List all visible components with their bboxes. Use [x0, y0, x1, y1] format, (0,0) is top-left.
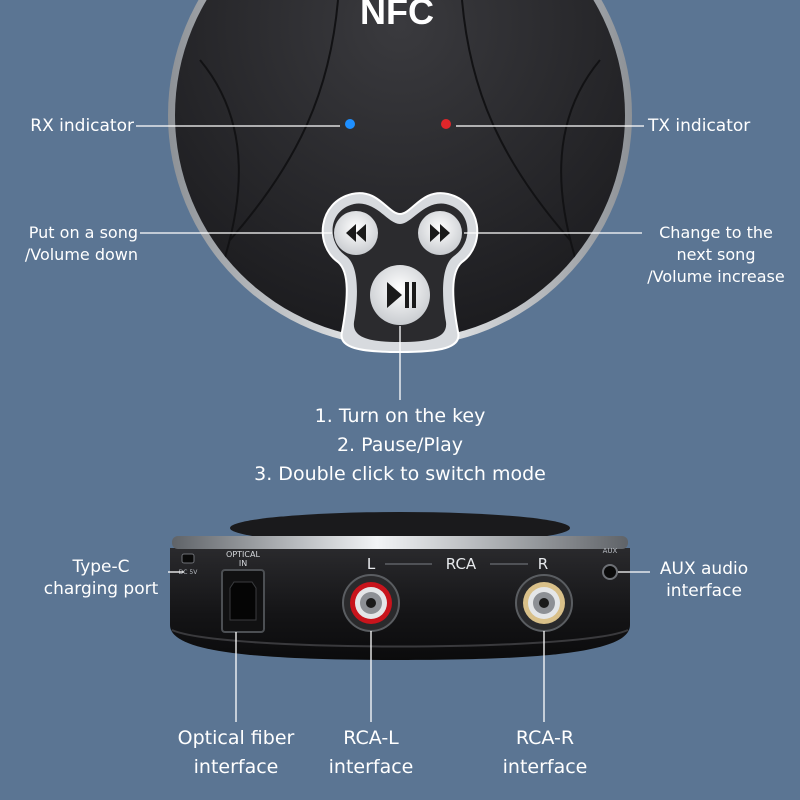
rca-left-marking: L: [367, 555, 376, 573]
optical-marking-line2: IN: [239, 559, 247, 568]
play-pause-icon: [387, 282, 416, 308]
rca-right-marking: R: [538, 555, 548, 573]
rewind-icon: [346, 224, 366, 242]
nfc-label: NFC: [360, 0, 434, 32]
rx-led: [345, 119, 355, 129]
aux-port: [602, 564, 618, 580]
type-c-port: [181, 553, 195, 564]
key-functions-label: 1. Turn on the key 2. Pause/Play 3. Doub…: [254, 405, 546, 485]
aux-marking: AUX: [603, 547, 618, 555]
aux-label: AUX audio interface: [659, 559, 749, 601]
rca-marking: RCA: [446, 555, 477, 573]
next-track-button[interactable]: [418, 211, 462, 255]
rca-left-jack: [342, 574, 400, 632]
previous-track-label: Put on a song /Volume down: [24, 223, 138, 264]
tx-led: [441, 119, 451, 129]
type-c-label: Type-C charging port: [43, 557, 159, 599]
tx-indicator-label: TX indicator: [648, 116, 751, 136]
optical-port: [221, 569, 265, 633]
rca-right-jack: [515, 574, 573, 632]
play-pause-button[interactable]: [370, 265, 430, 325]
fast-forward-icon: [430, 224, 450, 242]
top-disc: [168, 0, 632, 347]
optical-marking-line1: OPTICAL: [226, 550, 260, 559]
rx-indicator-label: RX indicator: [30, 116, 134, 136]
device-front: [170, 512, 630, 660]
previous-track-button[interactable]: [334, 211, 378, 255]
optical-label: Optical fiber interface: [177, 727, 295, 778]
dc-5v-marking: DC 5V: [179, 569, 199, 576]
leader-lines: [136, 125, 650, 722]
next-track-label: Change to the next song /Volume increase: [647, 223, 785, 286]
rca-l-label: RCA-L interface: [328, 727, 414, 778]
rca-r-label: RCA-R interface: [502, 727, 588, 778]
